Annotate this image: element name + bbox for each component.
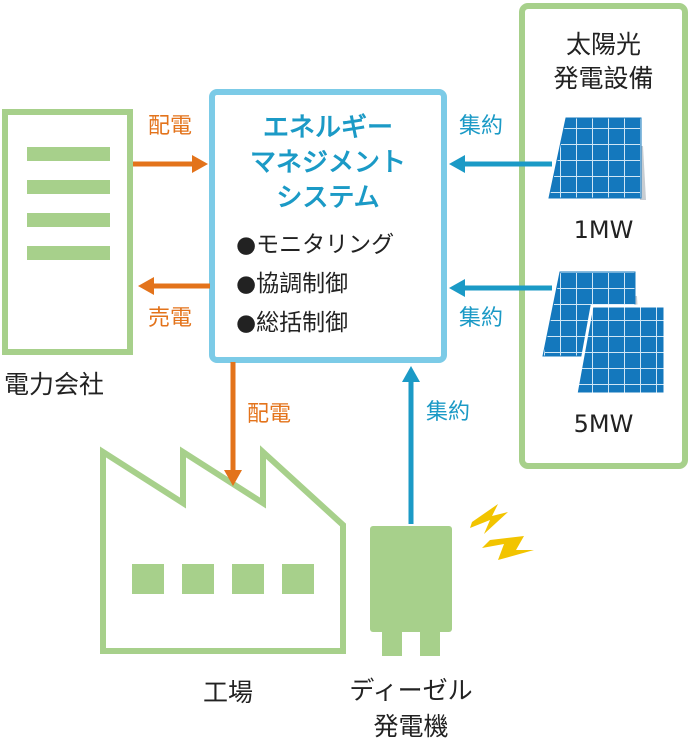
solar-facility-title-line-2: 発電設備: [553, 64, 654, 93]
utility-label: 電力会社: [4, 370, 105, 399]
solar-panel-5mw-icon: [542, 271, 667, 396]
arrow-ems-to-utility: [138, 277, 210, 295]
arrow-solar1-to-ems: [449, 155, 552, 173]
ems-title-line-1: エネルギー: [262, 113, 393, 143]
flow-label-ems-to-factory: 配電: [247, 402, 292, 427]
diesel-label-line-1: ディーゼル: [349, 676, 473, 705]
arrow-ems-to-factory: [224, 362, 242, 486]
solar-facility-title-line-1: 太陽光: [565, 30, 641, 59]
flow-label-solar5-to-ems: 集約: [459, 306, 504, 331]
ems-box: [209, 89, 447, 363]
arrow-utility-to-ems: [133, 155, 208, 173]
ems-title-line-3: システム: [276, 183, 380, 213]
solar-panel-1mw-icon: [548, 117, 646, 200]
utility-building-icon: [2, 109, 133, 355]
ems-title-line-2: マネジメント: [249, 148, 406, 178]
solar-unit-1mw-label: 1MW: [573, 216, 634, 244]
arrow-diesel-to-ems: [402, 366, 420, 524]
ems-function-monitoring: ●モニタリング: [236, 232, 395, 258]
factory-icon: [100, 445, 346, 654]
diesel-generator-icon: [370, 526, 452, 656]
flow-label-solar1-to-ems: 集約: [459, 114, 504, 139]
flow-label-ems-to-utility: 売電: [148, 306, 193, 331]
ems-function-coordinated-control: ●協調制御: [236, 271, 349, 297]
solar-unit-5mw-label: 5MW: [573, 410, 634, 438]
lightning-bolt-icon: [470, 504, 534, 560]
diesel-label-line-2: 発電機: [373, 712, 449, 741]
arrow-solar5-to-ems: [449, 279, 552, 297]
ems-function-overall-control: ●総括制御: [236, 310, 349, 336]
factory-label: 工場: [202, 678, 253, 707]
flow-label-utility-to-ems: 配電: [148, 114, 193, 139]
flow-label-diesel-to-ems: 集約: [426, 400, 471, 425]
